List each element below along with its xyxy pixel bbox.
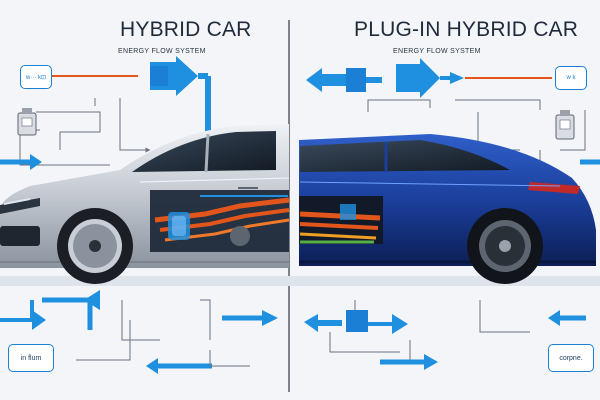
right-bottom-flows: [304, 300, 586, 370]
blue-plugin-hybrid-car: [299, 134, 596, 284]
left-top-flows: [0, 56, 216, 170]
right-subtitle: ENERGY FLOW SYSTEM: [393, 48, 481, 55]
left-bottom-label-box: in flum: [8, 344, 54, 372]
battery-icon-right: [555, 110, 575, 140]
left-subtitle: ENERGY FLOW SYSTEM: [118, 48, 206, 55]
ground-strip: [0, 276, 600, 286]
right-title: PLUG-IN HYBRID CAR: [354, 18, 579, 41]
left-title: HYBRID CAR: [120, 18, 252, 41]
left-top-icon-box: w··· k⊡: [20, 65, 52, 89]
silver-hybrid-car: [0, 124, 290, 284]
left-bottom-flows: [0, 290, 278, 374]
right-top-icon-box: w k: [555, 66, 587, 90]
battery-icon-left: [17, 108, 37, 136]
right-top-flows: [306, 58, 600, 170]
right-bottom-label-box: corpne.: [548, 344, 594, 372]
